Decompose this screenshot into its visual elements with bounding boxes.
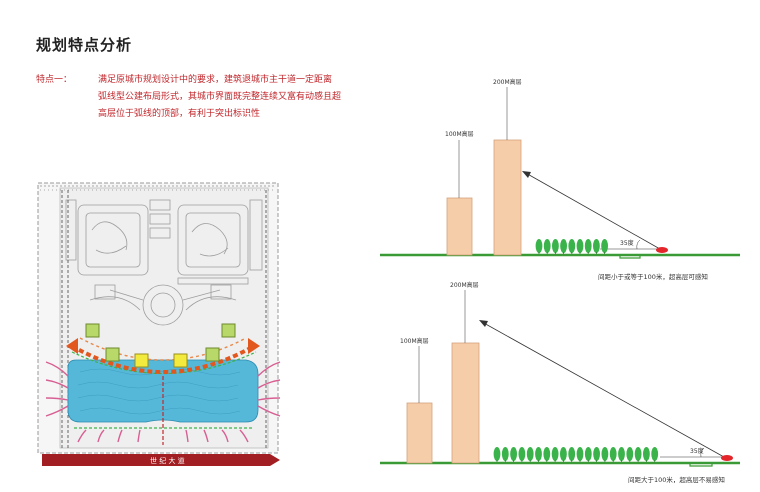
central-plaza — [89, 284, 237, 326]
tree-icon — [576, 239, 584, 253]
tree-icon — [535, 447, 542, 461]
residential-cluster-right — [177, 199, 263, 285]
feature-label: 特点一： — [36, 75, 73, 85]
site-plan: 世 纪 大 道 — [37, 182, 281, 466]
tree-icon — [493, 447, 501, 461]
green-buffer-arc — [71, 351, 257, 375]
tree-row — [535, 239, 608, 254]
label-100m: 100M高层 — [400, 337, 429, 345]
tree-icon — [651, 447, 659, 461]
tree-icon — [543, 239, 551, 253]
tree-icon — [551, 447, 559, 461]
sightline-arrowhead — [522, 171, 531, 178]
viewer-marker — [656, 247, 668, 253]
angle-label: 35度 — [620, 239, 634, 247]
building-arc — [71, 344, 255, 374]
tree-icon — [518, 447, 526, 461]
tree-icon — [501, 447, 509, 461]
pavilion — [105, 347, 120, 362]
tree-icon — [543, 447, 551, 461]
residential-cluster-left — [65, 199, 171, 276]
approach-arrows — [45, 361, 281, 443]
tree-icon — [560, 239, 567, 253]
tree-icon — [576, 447, 584, 461]
tower — [173, 353, 188, 368]
sightline-diagram-bottom: 100M高层 200M高层 35度 间距大于100米，超高层不易感知 — [380, 281, 740, 484]
label-200m: 200M高层 — [493, 78, 522, 86]
tree-icon — [526, 447, 534, 461]
tree-row — [493, 447, 659, 462]
tree-icon — [601, 239, 608, 253]
sightline-arrowhead — [479, 320, 488, 327]
tree-icon — [593, 239, 600, 253]
tree-icon — [560, 447, 567, 461]
sightline — [523, 171, 661, 250]
feature-line-2: 弧线型公建布局形式，其城市界面既完整连续又富有动感且超 — [98, 92, 342, 102]
sightline-diagram-top: 100M高层 200M高层 35度 间距小于或等于100米，超高层可感知 — [380, 78, 740, 281]
tree-icon — [618, 447, 625, 461]
label-200m: 200M高层 — [450, 281, 479, 289]
tree-icon — [584, 239, 592, 253]
caption: 间距大于100米，超高层不易感知 — [628, 475, 725, 484]
building-100m — [446, 197, 473, 256]
pavilion — [205, 347, 220, 362]
tree-icon — [552, 239, 559, 253]
caption: 间距小于或等于100米，超高层可感知 — [598, 272, 708, 281]
tree-icon — [609, 447, 617, 461]
road-label: 世 纪 大 道 — [150, 456, 185, 465]
tree-icon — [568, 239, 576, 253]
building-100m — [406, 402, 433, 464]
tree-icon — [626, 447, 634, 461]
feature-line-3: 高层位于弧线的顶部，有利于突出标识性 — [98, 109, 261, 119]
tree-icon — [634, 447, 642, 461]
road-arrow — [42, 454, 280, 466]
feature-line-1: 满足原城市规划设计中的要求，建筑退城市主干道一定距离 — [98, 75, 333, 85]
pavilion — [85, 323, 100, 338]
pavilion — [221, 323, 236, 338]
tower-buildings — [134, 353, 188, 368]
pavilion-buildings — [85, 323, 236, 362]
tree-icon — [510, 447, 517, 461]
building-200m — [493, 139, 522, 256]
tower — [134, 353, 149, 368]
tree-icon — [584, 447, 592, 461]
label-100m: 100M高层 — [445, 130, 474, 138]
sightline — [481, 321, 725, 458]
tree-icon — [535, 239, 543, 253]
tree-icon — [643, 447, 650, 461]
arc-arrow-left — [66, 338, 78, 354]
viewer-marker — [721, 455, 733, 461]
page-title: 规划特点分析 — [36, 36, 133, 54]
tree-icon — [568, 447, 576, 461]
building-200m — [451, 342, 480, 464]
site-top-edge — [40, 185, 276, 191]
arc-arrow-right — [248, 338, 260, 354]
tree-icon — [601, 447, 609, 461]
tree-icon — [593, 447, 600, 461]
angle-label: 35度 — [690, 447, 704, 455]
